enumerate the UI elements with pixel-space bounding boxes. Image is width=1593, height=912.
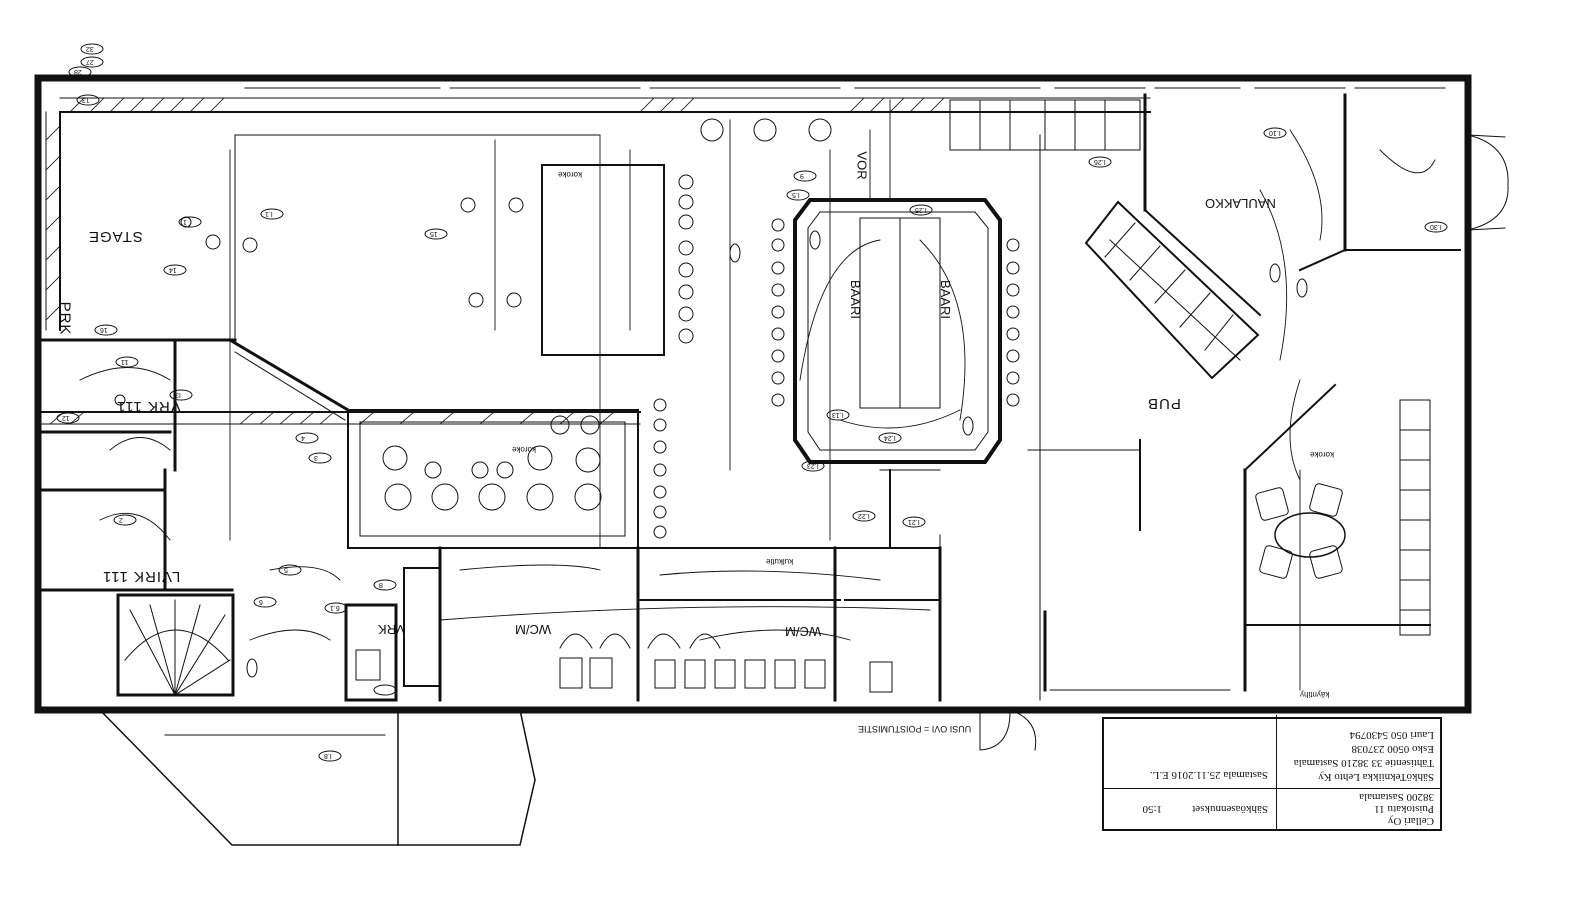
circuit-number: 9 xyxy=(800,172,804,179)
date-line: Sastamala 25.11.2016 E.L. xyxy=(1149,769,1268,781)
label-wcm-2: WC/M xyxy=(785,624,822,639)
circuit-number: 13 xyxy=(82,96,90,103)
circuit-number: 1 xyxy=(183,218,187,225)
label-korokke-3: koroke xyxy=(1310,450,1335,459)
label-baari-right: BAARI xyxy=(938,279,954,320)
label-pub: PUB xyxy=(1147,395,1181,412)
client-name: Cellari Oy xyxy=(1387,815,1434,827)
circuit-number: 4 xyxy=(301,434,305,441)
circuit-number: I.23 xyxy=(807,462,819,469)
circuit-number: I.1 xyxy=(265,210,273,217)
circuit-number: 32 xyxy=(86,45,94,52)
circuit-number: 12 xyxy=(62,414,70,421)
contractor-name: SähköTekniikka Lehto Ky xyxy=(1318,771,1434,783)
contact-lauri: Lauri 050 5430794 xyxy=(1349,729,1434,741)
circuit-number: I.26 xyxy=(1094,158,1106,165)
circuit-number: I.8 xyxy=(324,752,332,759)
label-vrk2: VRK xyxy=(378,622,405,637)
label-kayntihy: käyntihy xyxy=(1300,690,1330,699)
circuit-number: I.13 xyxy=(832,411,844,418)
contractor-address: Tähtisentie 33 38210 Sastamala xyxy=(1293,757,1434,769)
label-prk: PRK xyxy=(56,301,74,336)
circuit-number: 6 xyxy=(259,598,263,605)
circuit-number: 2 xyxy=(119,516,123,523)
circuit-number: 14 xyxy=(169,266,177,273)
title-block-row-client: Cellari Oy Puistokatu 11 38200 Sastamala… xyxy=(1104,788,1440,829)
label-vrk: VRK 111 xyxy=(116,398,181,415)
circuit-number: I.21 xyxy=(908,518,920,525)
circuit-number: I.5 xyxy=(792,191,800,198)
title-block: Cellari Oy Puistokatu 11 38200 Sastamala… xyxy=(1102,715,1442,831)
circuit-number: I.10 xyxy=(1269,129,1281,136)
label-korokke-2: koroke xyxy=(512,445,537,454)
client-city: 38200 Sastamala xyxy=(1359,791,1434,803)
label-baari-left: BAARI xyxy=(848,279,864,320)
circuit-number: 5 xyxy=(284,566,288,573)
label-korokke-1: koroke xyxy=(558,170,583,179)
contact-esko: Esko 0500 237038 xyxy=(1351,743,1435,755)
circuit-number: 15 xyxy=(430,230,438,237)
label-naulakko: NAULAKKO xyxy=(1205,196,1276,211)
client-address: Puistokatu 11 xyxy=(1374,803,1434,815)
label-wcm-1: WC/M xyxy=(515,622,552,637)
drawing-scale: 1:50 xyxy=(1142,803,1162,815)
circuit-number: 27 xyxy=(86,58,94,65)
circuit-number: 8 xyxy=(379,581,383,588)
label-kulkutie: kulkutie xyxy=(766,557,794,566)
circuit-number: I.24 xyxy=(884,434,896,441)
label-vor: VOR xyxy=(854,151,870,180)
title-block-row-contractor: SähköTekniikka Lehto Ky Tähtisentie 33 3… xyxy=(1104,715,1440,789)
circuit-number: I.25 xyxy=(915,206,927,213)
label-stage: STAGE xyxy=(88,228,143,245)
label-uusi-ovi: UUSI OVI = POISTUMISTIE xyxy=(858,724,972,734)
label-lvirk: LVIRK 111 xyxy=(102,568,181,585)
drawing-title: Sähköasennukset xyxy=(1192,803,1268,815)
circuit-number: 6.1 xyxy=(330,604,340,611)
circuit-number: I3 xyxy=(175,391,181,398)
circuit-number: I.22 xyxy=(858,512,870,519)
circuit-number: 28 xyxy=(74,68,82,75)
circuit-number: I.30 xyxy=(1430,223,1442,230)
circuit-number: 16 xyxy=(100,326,108,333)
circuit-number: 11 xyxy=(121,358,129,365)
circuit-number: 3 xyxy=(314,454,318,461)
outer-wall xyxy=(34,74,1472,714)
